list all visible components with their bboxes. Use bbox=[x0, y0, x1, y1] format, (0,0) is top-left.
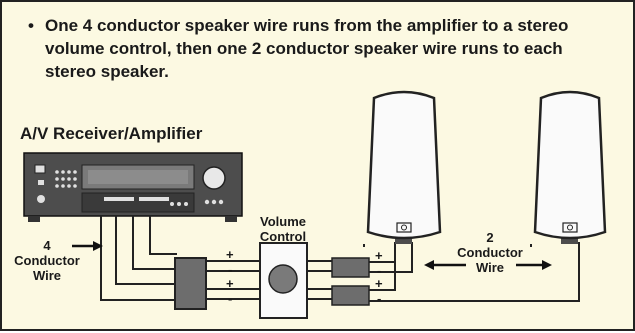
splice-box-upper bbox=[331, 257, 370, 278]
left-wire-count: 4 bbox=[43, 238, 51, 253]
polarity-plus-3: + bbox=[375, 248, 383, 263]
right-wire-count: 2 bbox=[486, 230, 494, 245]
right-wire-label: 2 Conductor Wire bbox=[451, 230, 529, 275]
polarity-minus-4: - bbox=[377, 291, 382, 306]
left-wire-label: 4 Conductor Wire bbox=[12, 238, 82, 283]
receiver-illustration bbox=[23, 152, 243, 222]
output-wires bbox=[307, 242, 580, 302]
volume-label-line-2: Control bbox=[259, 229, 307, 244]
note-bullet: • bbox=[28, 16, 34, 35]
volume-control bbox=[259, 242, 308, 319]
polarity-plus-2: + bbox=[226, 276, 234, 291]
receiver-wires bbox=[100, 215, 177, 301]
right-wire-arrows bbox=[424, 260, 552, 270]
splice-box-lower bbox=[331, 285, 370, 306]
left-wire-line-2: Conductor bbox=[14, 253, 80, 268]
polarity-minus-2: - bbox=[228, 291, 233, 306]
right-wire-line-2: Conductor bbox=[457, 245, 523, 260]
polarity-minus-3: - bbox=[377, 263, 382, 278]
control-wires bbox=[206, 260, 260, 300]
receiver-title: A/V Receiver/Amplifier bbox=[20, 124, 203, 143]
note-text: One 4 conductor speaker wire runs from t… bbox=[45, 16, 569, 81]
junction-block bbox=[174, 257, 207, 310]
right-wire-line-3: Wire bbox=[475, 260, 505, 275]
volume-control-label: Volume Control bbox=[250, 214, 316, 244]
polarity-plus-1: + bbox=[226, 247, 234, 262]
polarity-plus-4: + bbox=[375, 276, 383, 291]
right-speaker bbox=[533, 90, 607, 244]
volume-label-line-1: Volume bbox=[260, 214, 306, 229]
polarity-minus-1: - bbox=[228, 262, 233, 277]
left-wire-line-3: Wire bbox=[32, 268, 62, 283]
left-speaker bbox=[366, 90, 442, 244]
